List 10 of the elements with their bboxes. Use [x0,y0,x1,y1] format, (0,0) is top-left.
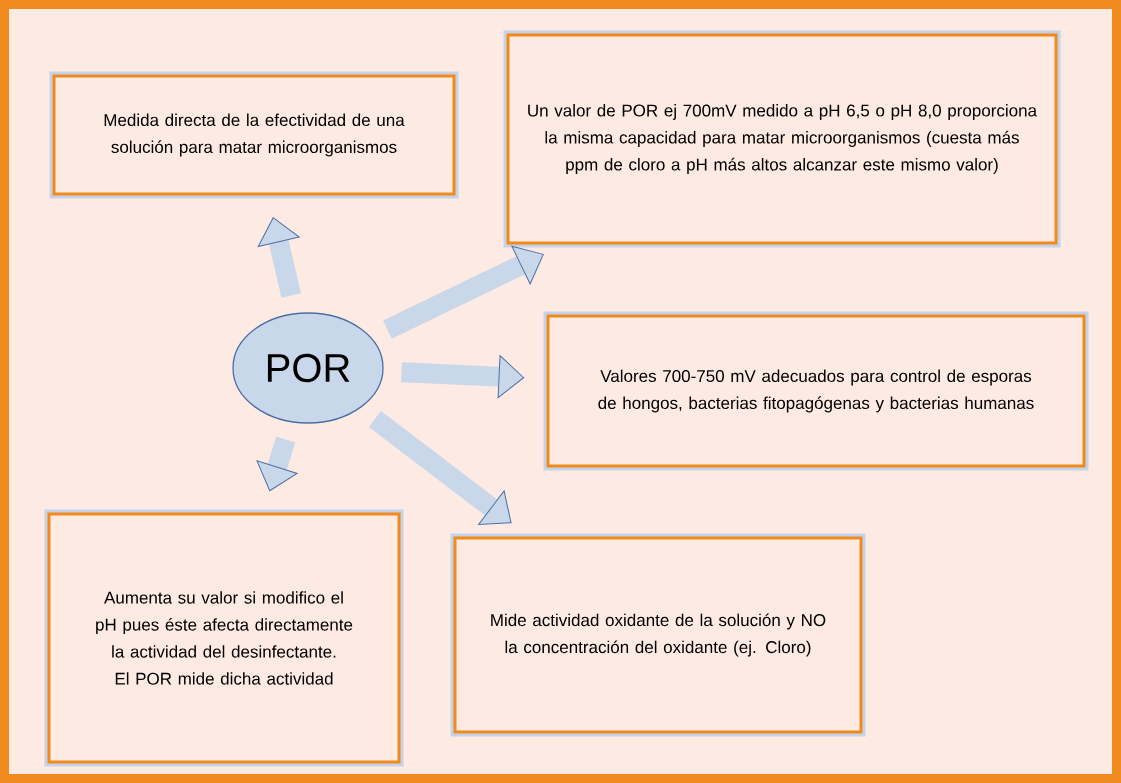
text-box: Medida directa de la efectividad de una solución para matar microorganismos [49,71,459,199]
block-arrow [368,411,512,525]
text-box: Un valor de POR ej 700mV medido a pH 6,5 o pH 8,0 proporciona la misma capacidad para matar microorganismos (cuesta más ppm de cloro a pH más altos alcanzar este mismo valor) [503,30,1061,248]
text-box: Aumenta su valor si modifico el pH pues éste afecta directamente la actividad del desinfectante. El POR mide dicha actividad [44,509,404,767]
text-box: Mide actividad oxidante de la solución y NO la concentración del oxidante (ej. Cloro) [450,533,866,737]
block-arrow [257,217,301,298]
block-arrow [256,436,298,492]
block-arrow [383,245,544,339]
block-arrow [401,355,525,399]
text-box: Valores 700-750 mV adecuados para control de esporas de hongos, bacterias fitopagógenas y bacterias humanas [543,311,1089,471]
